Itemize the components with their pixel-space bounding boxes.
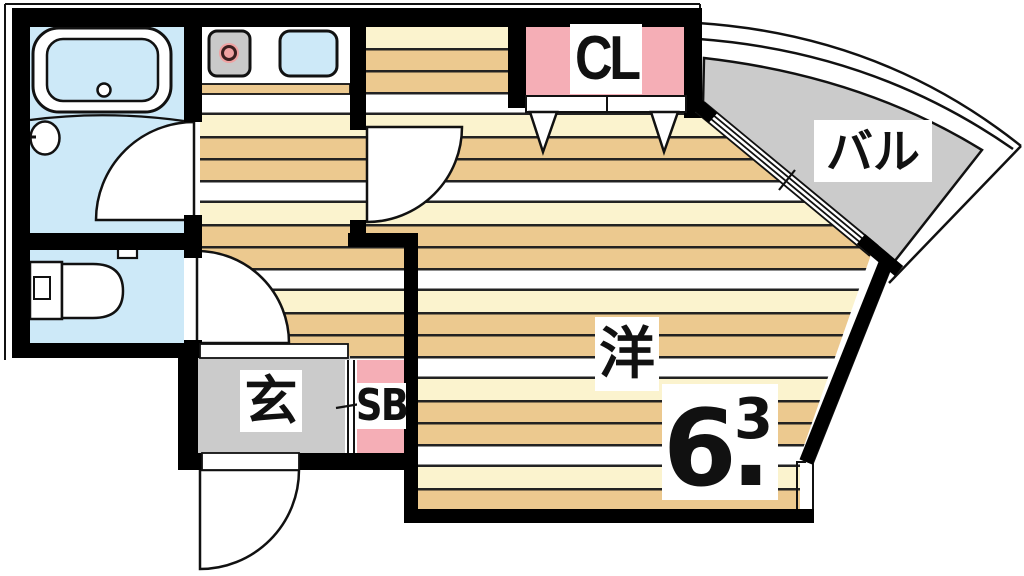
shoe-box-label-text: SB (355, 380, 409, 431)
closet-doors (525, 95, 687, 156)
room-size-decimal: 3 (734, 387, 773, 452)
bathroom-door (94, 120, 196, 222)
main-room-label: 洋 (595, 317, 659, 391)
slider-tick (778, 169, 796, 191)
room-door (365, 125, 464, 224)
kitchen (199, 27, 351, 95)
main-room-size: 6. 3 (662, 384, 778, 510)
stove-icon (207, 29, 252, 78)
balcony-label: バル (814, 120, 932, 182)
toilet-icon (28, 260, 125, 321)
counter-edge (199, 83, 351, 95)
thresholds (199, 343, 349, 471)
toilet-door (195, 249, 291, 345)
closet-label-text: CL (574, 24, 641, 93)
shoe-box-label: SB (355, 380, 409, 431)
toilet-room (28, 241, 184, 343)
walls (12, 8, 895, 523)
kitchen-sink-icon (278, 29, 339, 78)
entrance-threshold (201, 452, 300, 471)
doors (94, 120, 464, 571)
bathtub-icon (31, 26, 173, 114)
room-size-whole: 6. (663, 387, 771, 510)
hall-threshold (199, 343, 349, 359)
entrance-label: 玄 (240, 370, 302, 432)
entrance-door (198, 468, 301, 571)
closet-label: CL (570, 24, 642, 94)
balcony-slider (692, 99, 904, 276)
